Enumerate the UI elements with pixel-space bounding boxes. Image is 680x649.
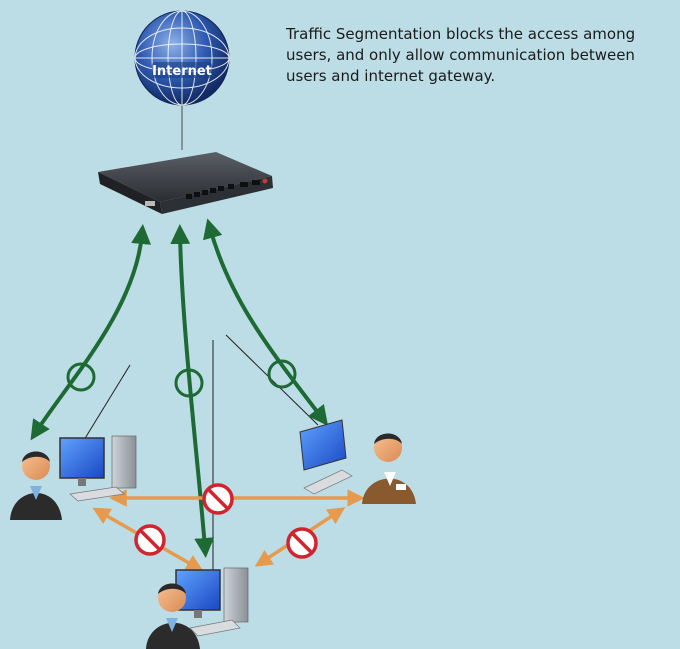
diagram-caption: Traffic Segmentation blocks the access a…: [286, 25, 636, 85]
blocked-symbol-left: [134, 524, 166, 556]
computer-right: [299, 419, 353, 495]
gateway-router: [98, 152, 273, 214]
allowed-arrow-right: [203, 218, 329, 426]
user-left: [10, 435, 137, 520]
allowed-arrow-bottom: [170, 224, 215, 558]
internet-label: Internet: [152, 64, 212, 79]
allowed-symbol-bottom: [174, 368, 204, 398]
blocked-symbol-top: [202, 483, 234, 515]
internet-globe: Internet: [134, 10, 230, 150]
computer-bottom: [175, 567, 249, 637]
allowed-arrow-left: [30, 224, 152, 441]
user-right: [299, 419, 416, 504]
allowed-symbol-right: [267, 359, 297, 389]
blocked-symbol-right: [286, 527, 318, 559]
person-left-icon: [10, 451, 62, 520]
person-right-icon: [362, 433, 416, 504]
person-bottom-icon: [146, 583, 200, 649]
allowed-symbol-left: [66, 362, 96, 392]
user-bottom: [146, 567, 249, 649]
computer-left: [59, 435, 137, 502]
